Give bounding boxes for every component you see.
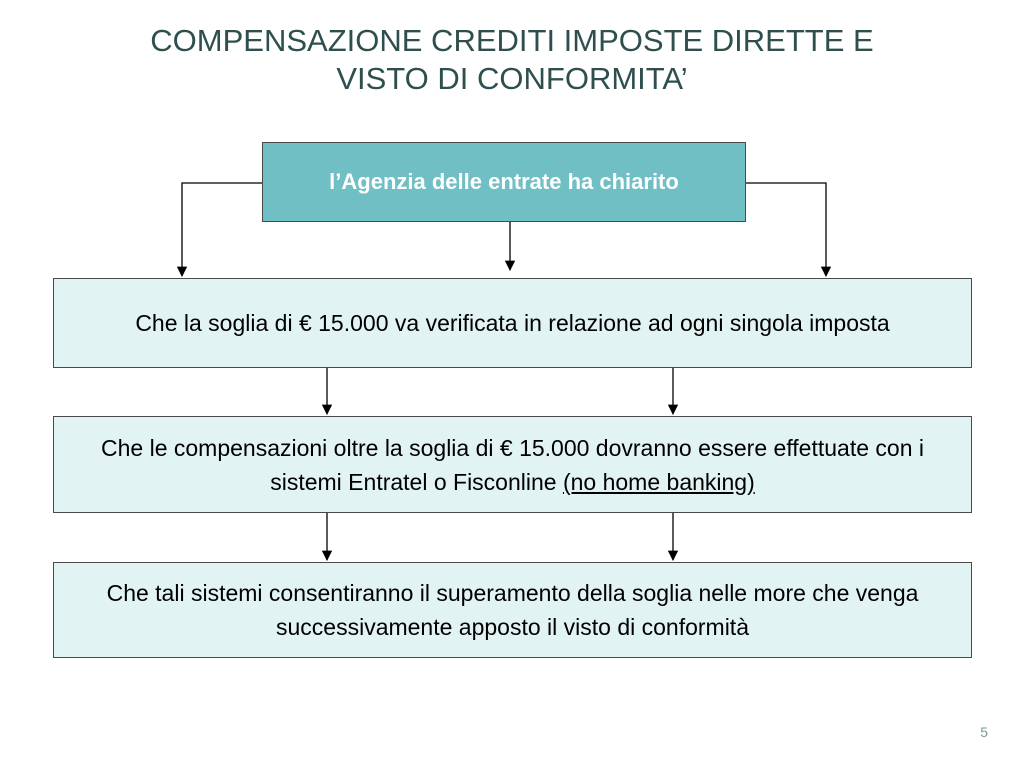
- agency-clarified-text: l’Agenzia delle entrate ha chiarito: [329, 169, 679, 194]
- agency-clarified-box: l’Agenzia delle entrate ha chiarito: [262, 142, 746, 222]
- title-line-2: VISTO DI CONFORMITA’: [336, 61, 688, 96]
- arrow-top-left: [176, 182, 262, 278]
- compensation-systems-paragraph: Che le compensazioni oltre la soglia di …: [78, 431, 947, 499]
- compensation-systems-box: Che le compensazioni oltre la soglia di …: [53, 416, 972, 513]
- title-line-1: COMPENSAZIONE CREDITI IMPOSTE DIRETTE E: [150, 23, 874, 58]
- arrow-top-right: [746, 182, 832, 278]
- slide-title: COMPENSAZIONE CREDITI IMPOSTE DIRETTE E …: [62, 22, 962, 98]
- threshold-box: Che la soglia di € 15.000 va verificata …: [53, 278, 972, 368]
- threshold-text: Che la soglia di € 15.000 va verificata …: [135, 310, 890, 336]
- no-home-banking-note: (no home banking): [562, 468, 755, 495]
- conformity-visa-box: Che tali sistemi consentiranno il supera…: [53, 562, 972, 658]
- page-number: 5: [980, 724, 988, 740]
- conformity-visa-text: Che tali sistemi consentiranno il supera…: [106, 580, 919, 640]
- compensation-systems-text: Che le compensazioni oltre la soglia di …: [101, 434, 924, 495]
